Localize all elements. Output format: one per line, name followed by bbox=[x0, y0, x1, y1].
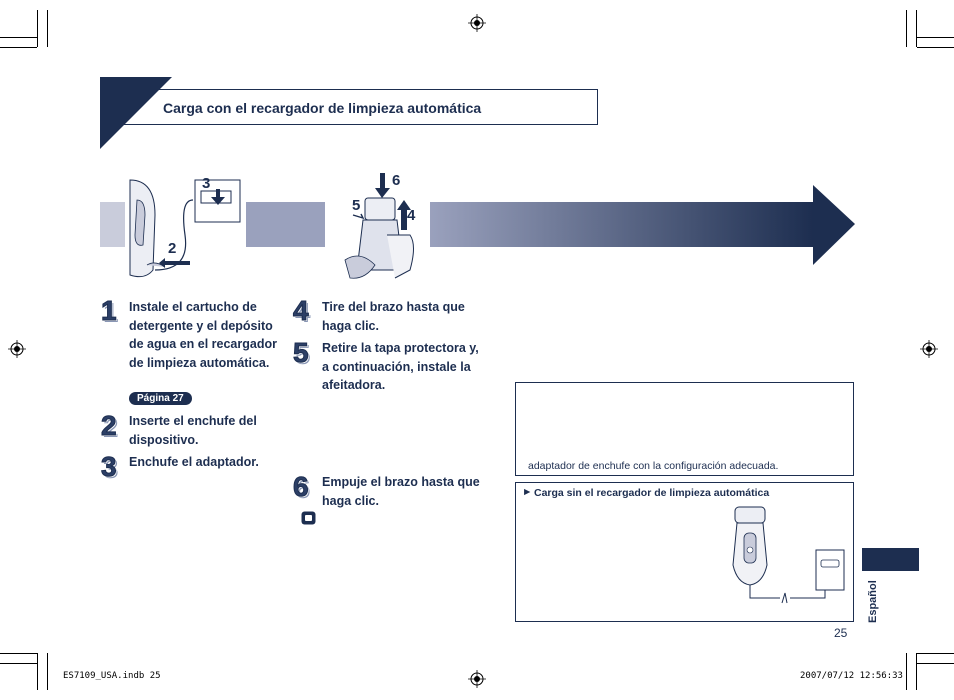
step-number: 3 bbox=[101, 451, 118, 483]
registration-mark-icon bbox=[468, 14, 486, 32]
step-text: Tire del brazo hasta que haga clic. bbox=[322, 300, 465, 333]
step-number: 4 bbox=[293, 295, 310, 327]
illustration-shaver-direct-charge bbox=[732, 506, 845, 604]
crop-mark bbox=[917, 37, 954, 38]
crop-mark bbox=[47, 10, 48, 47]
step-number: 1 bbox=[101, 295, 118, 327]
note-text: adaptador de enchufe con la configuració… bbox=[528, 460, 779, 472]
step-text: Enchufe el adaptador. bbox=[129, 455, 259, 469]
crop-mark bbox=[906, 653, 907, 690]
figure-label: 2 bbox=[168, 240, 177, 257]
crop-mark bbox=[0, 663, 37, 664]
process-arrow-banner bbox=[100, 185, 855, 265]
language-tab bbox=[862, 548, 919, 571]
crop-mark bbox=[47, 653, 48, 690]
header-corner-triangle bbox=[100, 77, 172, 149]
step-text: Inserte el enchufe del dispositivo. bbox=[129, 414, 257, 447]
note-box bbox=[515, 382, 854, 476]
page-number: 25 bbox=[834, 626, 848, 640]
page-title: Carga con el recargador de limpieza auto… bbox=[163, 100, 482, 116]
section-marker-icon: ► bbox=[522, 486, 533, 498]
crop-mark bbox=[37, 653, 38, 690]
figure-label: 4 bbox=[407, 207, 416, 224]
crop-mark bbox=[917, 663, 954, 664]
figure-label: 3 bbox=[202, 175, 211, 192]
step-text: Empuje el brazo hasta que haga clic. bbox=[322, 475, 480, 508]
crop-mark bbox=[0, 47, 37, 48]
figure-label: 6 bbox=[392, 172, 401, 189]
crop-mark bbox=[917, 653, 954, 654]
crop-mark bbox=[906, 10, 907, 47]
page-reference-badge: Página 27 bbox=[129, 392, 192, 405]
illustration-charger-plug bbox=[125, 175, 245, 285]
step-number: 2 bbox=[101, 410, 118, 442]
step-number: 5 bbox=[293, 337, 310, 369]
crop-mark bbox=[0, 37, 37, 38]
registration-mark-icon bbox=[468, 670, 486, 688]
step-text: Retire la tapa protectora y, a continuac… bbox=[322, 341, 479, 392]
section-box bbox=[515, 482, 854, 622]
section-title: Carga sin el recargador de limpieza auto… bbox=[534, 487, 770, 499]
step-number: 6 bbox=[293, 471, 310, 503]
header-title-box bbox=[100, 89, 598, 125]
registration-mark-icon bbox=[8, 340, 26, 358]
crop-mark bbox=[916, 10, 917, 47]
crop-mark bbox=[0, 653, 37, 654]
crop-mark bbox=[916, 653, 917, 690]
figure-label: 5 bbox=[352, 197, 361, 214]
crop-mark bbox=[917, 47, 954, 48]
language-label: Español bbox=[867, 580, 879, 623]
footer-file-info: ES7109_USA.indb 25 bbox=[63, 671, 161, 681]
crop-mark bbox=[37, 10, 38, 47]
registration-mark-icon bbox=[920, 340, 938, 358]
footer-datetime: 2007/07/12 12:56:33 bbox=[800, 671, 903, 681]
illustration-shaver-insert bbox=[325, 170, 430, 285]
charging-icon bbox=[301, 511, 316, 525]
step-text: Instale el cartucho de detergente y el d… bbox=[129, 300, 277, 370]
